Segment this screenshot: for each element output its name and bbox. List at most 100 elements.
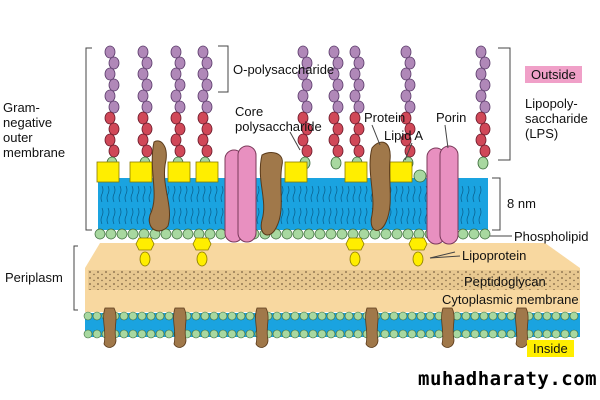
inner-head-top xyxy=(533,311,543,321)
inner-head-top xyxy=(272,311,282,321)
core-sugar xyxy=(349,133,361,147)
phospholipid-head xyxy=(105,228,117,240)
inner-head-bottom xyxy=(407,329,417,339)
core-sugar xyxy=(297,133,309,147)
lipid-a-square xyxy=(389,161,413,183)
inner-head-top xyxy=(317,311,327,321)
inner-head-bottom xyxy=(236,329,246,339)
fatty-acid-tail xyxy=(256,185,260,203)
fatty-acid-tail xyxy=(472,185,476,203)
lps-molecule xyxy=(104,45,120,170)
core-kdo xyxy=(477,156,489,170)
phospholipid-head xyxy=(182,228,194,240)
fatty-acid-tail xyxy=(394,185,398,203)
fatty-acid-tail xyxy=(124,185,128,203)
inner-head-bottom xyxy=(272,329,282,339)
o-antigen-sugar xyxy=(137,67,149,81)
phospholipid-head xyxy=(347,228,359,240)
o-antigen-sugar xyxy=(197,67,209,81)
inner-head-top xyxy=(344,311,354,321)
inner-head-bottom xyxy=(398,329,408,339)
inner-head-top xyxy=(164,311,174,321)
inner-head-bottom xyxy=(560,329,570,339)
o-antigen-sugar xyxy=(141,56,153,70)
core-sugar xyxy=(174,122,186,136)
o-antigen-sugar xyxy=(400,45,412,59)
inner-head-top xyxy=(542,311,552,321)
inner-head-bottom xyxy=(344,329,354,339)
lipoprotein-anchor xyxy=(408,237,428,251)
fatty-acid-tail xyxy=(130,207,134,225)
thickness-label: 8 nm xyxy=(507,196,536,211)
core-sugar xyxy=(353,122,365,136)
fatty-acid-tail xyxy=(412,207,416,225)
core-sugar xyxy=(104,111,116,125)
core-sugar xyxy=(108,122,120,136)
fatty-acid-tail xyxy=(310,185,314,203)
inner-head-top xyxy=(218,311,228,321)
fatty-acid-tail xyxy=(298,185,302,203)
fatty-acid-tail xyxy=(172,207,176,225)
core-sugar xyxy=(479,122,491,136)
inner-head-bottom xyxy=(389,329,399,339)
o-antigen-sugar xyxy=(297,67,309,81)
inner-head-top xyxy=(461,311,471,321)
inner-head-bottom xyxy=(299,329,309,339)
o-antigen-sugar xyxy=(328,45,340,59)
phospholipid-head xyxy=(127,228,139,240)
fatty-acid-tail xyxy=(106,207,110,225)
o-antigen-sugar xyxy=(201,100,213,114)
fatty-acid-tail xyxy=(388,207,392,225)
lipid-a-square xyxy=(96,161,120,183)
o-antigen-sugar xyxy=(349,89,361,103)
fatty-acid-tail xyxy=(400,207,404,225)
porin-left xyxy=(224,145,257,243)
core-sugar xyxy=(174,144,186,158)
core-sugar xyxy=(201,144,213,158)
phospholipid-head xyxy=(314,228,326,240)
core-sugar xyxy=(400,133,412,147)
phospholipid-head xyxy=(281,228,293,240)
fatty-acid-tail xyxy=(100,207,104,225)
phospholipid-head xyxy=(457,228,469,240)
phospholipid-head xyxy=(193,228,205,240)
o-antigen-sugar xyxy=(170,89,182,103)
fatty-acid-tail xyxy=(196,185,200,203)
inner-head-top xyxy=(407,311,417,321)
lipoprotein-label: Lipoprotein xyxy=(462,248,527,263)
inner-head-top xyxy=(470,311,480,321)
fatty-acid-tail xyxy=(466,207,470,225)
inner-head-top xyxy=(479,311,489,321)
core-sugar xyxy=(197,133,209,147)
o-antigen-sugar xyxy=(404,100,416,114)
lipid-a-square xyxy=(167,161,191,183)
phospholipid-head xyxy=(292,228,304,240)
inner-head-bottom xyxy=(551,329,561,339)
lipoprotein-body xyxy=(196,251,208,267)
inner-head-top xyxy=(128,311,138,321)
fatty-acid-tail xyxy=(100,185,104,203)
core-sugar xyxy=(170,133,182,147)
o-antigen-sugar xyxy=(400,89,412,103)
fatty-acid-tail xyxy=(214,185,218,203)
fatty-acid-tail xyxy=(460,185,464,203)
inner-head-bottom xyxy=(326,329,336,339)
outer-membrane-bracket xyxy=(85,47,92,231)
porin-right xyxy=(426,145,459,245)
core-sugar xyxy=(137,133,149,147)
inner-head-bottom xyxy=(533,329,543,339)
inner-membrane-protein xyxy=(103,307,117,348)
phospholipid-head xyxy=(171,228,183,240)
inner-head-top xyxy=(92,311,102,321)
fatty-acid-tail xyxy=(292,185,296,203)
inner-head-bottom xyxy=(308,329,318,339)
o-antigen-sugar xyxy=(475,67,487,81)
inner-head-top xyxy=(560,311,570,321)
fatty-acid-tail xyxy=(334,185,338,203)
core-sugar xyxy=(349,111,361,125)
fatty-acid-tail xyxy=(118,185,122,203)
phospholipid-head xyxy=(303,228,315,240)
o-antigen-sugar xyxy=(108,100,120,114)
inner-head-bottom xyxy=(416,329,426,339)
fatty-acid-tail xyxy=(142,207,146,225)
